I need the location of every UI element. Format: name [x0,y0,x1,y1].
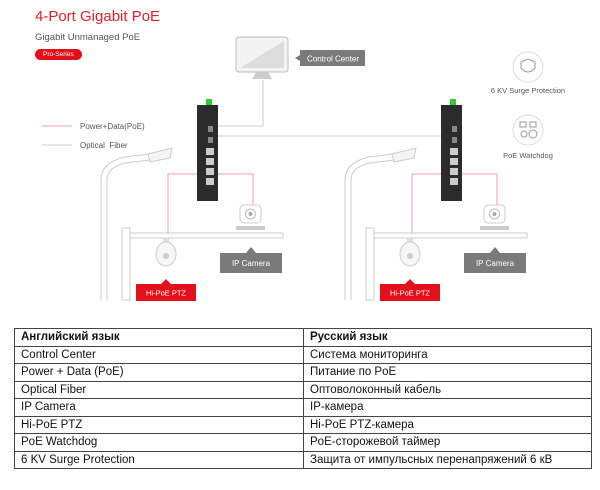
street-light-icon [344,147,417,300]
poe-line [218,173,254,205]
ip-camera-icon [480,204,509,230]
russian-cell: Питание по PoE [303,363,592,382]
street-light-icon [100,147,173,300]
monitor-icon [235,36,289,79]
svg-text:Hi-PoE PTZ: Hi-PoE PTZ [390,289,430,298]
english-cell: PoE Watchdog [14,433,304,452]
table-header-row: Английский язык Русский язык [14,328,592,347]
russian-cell: Оптоволоконный кабель [303,380,592,399]
translation-table: Английский язык Русский язык Control Cen… [14,328,592,469]
russian-cell: Система мониторинга [303,345,592,364]
legend-fiber-label: Optical Fiber [80,141,128,150]
poe-line [462,173,498,205]
deployment-scene-2: Hi-PoE PTZ IP Camera [344,99,528,301]
ptz-camera-icon [155,238,177,267]
fiber-line [218,80,264,127]
ip-camera-label: IP Camera [464,247,526,273]
network-diagram: Power+Data(PoE) Optical Fiber Control Ce… [42,36,565,301]
poe-line [167,173,198,233]
watchdog-icon [519,121,538,139]
english-cell: Hi-PoE PTZ [14,415,304,434]
russian-cell: Защита от импульсных перенапряжений 6 кВ [303,450,592,469]
russian-cell: PoE-сторожевой таймер [303,433,592,452]
control-center-label: Control Center [295,50,365,66]
shield-icon [520,58,536,73]
ip-camera-label: IP Camera [220,247,282,273]
wall-post [121,227,131,301]
poe-watchdog-feature: PoE Watchdog [503,114,553,160]
poe-line [411,173,442,233]
english-cell: IP Camera [14,398,304,417]
svg-text:Hi-PoE PTZ: Hi-PoE PTZ [146,289,186,298]
english-cell: Optical Fiber [14,380,304,399]
english-cell: Power + Data (PoE) [14,363,304,382]
poe-switch [197,99,218,201]
hi-poe-ptz-label: Hi-PoE PTZ [380,279,440,301]
svg-text:PoE Watchdog: PoE Watchdog [503,151,553,160]
page-title: 4-Port Gigabit PoE [35,8,161,25]
hi-poe-ptz-label: Hi-PoE PTZ [136,279,196,301]
ptz-camera-icon [399,238,421,267]
mounting-beam [373,232,528,239]
english-cell: Control Center [14,345,304,364]
column-header: Английский язык [14,328,304,347]
ip-camera-icon [236,204,265,230]
wall-post [365,227,375,301]
column-header: Русский язык [303,328,592,347]
legend-poe-label: Power+Data(PoE) [80,122,145,131]
svg-text:IP Camera: IP Camera [232,259,271,268]
poe-switch [441,99,462,201]
russian-cell: Hi-PoE PTZ-камера [303,415,592,434]
table-row: Power + Data (PoE)Питание по PoE [14,363,592,382]
page-subtitle: Gigabit Unmanaged PoE [35,32,141,43]
svg-text:IP Camera: IP Camera [476,259,515,268]
svg-text:Control Center: Control Center [307,55,359,64]
svg-text:6 KV Surge Protection: 6 KV Surge Protection [491,86,565,95]
english-cell: 6 KV Surge Protection [14,450,304,469]
deployment-scene-1: Hi-PoE PTZ IP Camera [100,99,284,301]
mounting-beam [129,232,284,239]
series-badge: Pro-Series [35,49,82,60]
surge-protection-feature: 6 KV Surge Protection [491,51,565,95]
russian-cell: IP-камера [303,398,592,417]
